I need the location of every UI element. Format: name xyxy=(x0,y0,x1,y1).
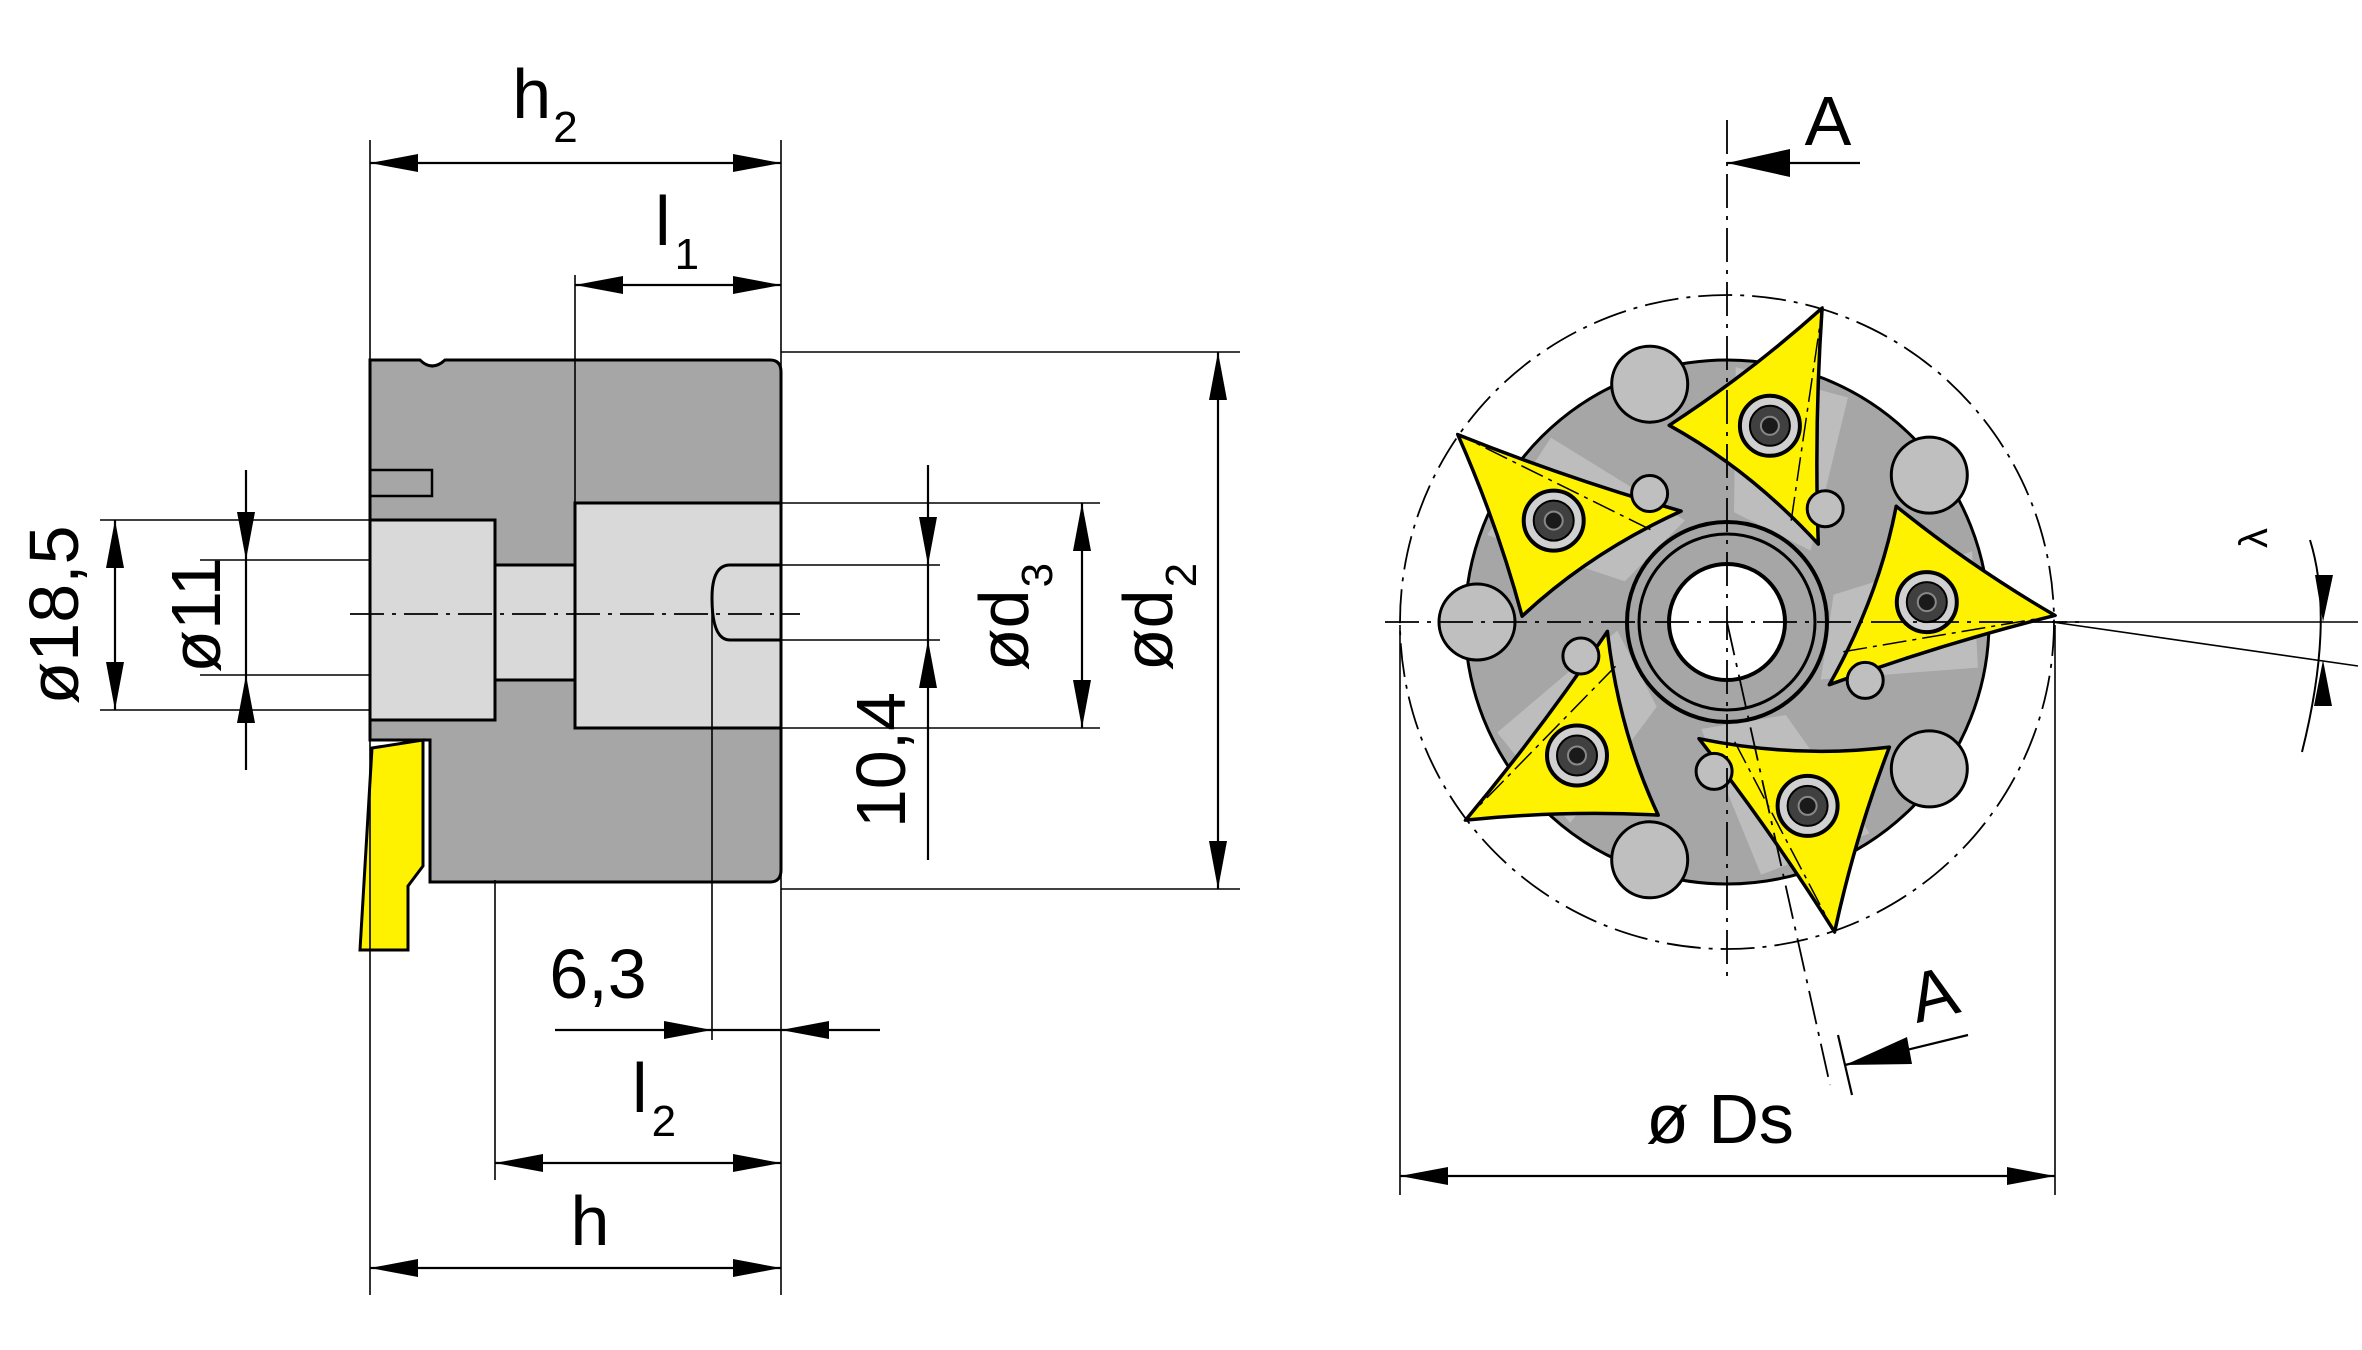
clamp-notch xyxy=(1694,751,1734,791)
dim-104-arrow-top xyxy=(919,517,937,565)
label-10-4: 10,4 xyxy=(842,692,920,828)
gullet xyxy=(1610,820,1690,900)
insert-axis xyxy=(1734,741,1836,935)
label-dia-11: ø11 xyxy=(157,557,235,672)
dim-185-arrow-top xyxy=(106,520,124,568)
label-h2: h2 xyxy=(512,55,577,152)
label-dia-18-5: ø18,5 xyxy=(15,526,93,705)
insert-axis xyxy=(1790,306,1824,521)
dim-63-arrow-left xyxy=(664,1021,712,1039)
side-view: h2 l1 6,3 l2 h ø18,5 ø11 ød3 ød2 10,4 xyxy=(15,55,1240,1295)
dim-63-arrow-right xyxy=(781,1021,829,1039)
gullet xyxy=(1889,435,1969,515)
dim-d3-arrow-top xyxy=(1073,503,1091,551)
insert-axis xyxy=(1463,665,1617,822)
lambda-arc xyxy=(2301,539,2322,753)
gullet xyxy=(1889,729,1969,809)
dim-185-arrow-bottom xyxy=(106,662,124,710)
inserts xyxy=(1455,306,2058,935)
dim-h-arrow-left xyxy=(370,1259,418,1277)
label-l2: l2 xyxy=(632,1049,676,1146)
gullets xyxy=(1437,344,1969,900)
label-lambda: λ xyxy=(2232,528,2276,548)
clamp-notch xyxy=(1845,660,1885,700)
clamp-notch xyxy=(1561,636,1601,676)
screw-socket xyxy=(1759,415,1780,436)
lambda-edge-line xyxy=(2051,621,2359,667)
screw-socket xyxy=(1543,510,1564,531)
clamp-notch xyxy=(1805,489,1845,529)
dim-ds-arrow-left xyxy=(1400,1167,1448,1185)
screw-socket xyxy=(1797,795,1818,816)
label-d3: ød3 xyxy=(965,563,1062,671)
dim-d2-arrow-bottom xyxy=(1209,841,1227,889)
label-h: h xyxy=(571,1182,610,1260)
dim-h-arrow-right xyxy=(733,1259,781,1277)
dim-d2-arrow-top xyxy=(1209,352,1227,400)
dim-h2-arrow-right xyxy=(733,154,781,172)
dim-d3-arrow-bottom xyxy=(1073,680,1091,728)
dim-ds-arrow-right xyxy=(2007,1167,2055,1185)
lambda-arrow-top xyxy=(2315,575,2333,622)
dim-11-arrow-top xyxy=(237,512,255,560)
dim-l2-arrow-left xyxy=(495,1154,543,1172)
label-section-a-top: A xyxy=(1805,82,1852,160)
dim-104-arrow-bottom xyxy=(919,640,937,688)
label-l1: l1 xyxy=(655,182,699,279)
label-d2: ød2 xyxy=(1109,563,1206,671)
label-ds: ø Ds xyxy=(1646,1080,1794,1158)
dim-l1-arrow-left xyxy=(575,276,623,294)
insert xyxy=(1463,629,1660,822)
dim-l1-arrow-right xyxy=(733,276,781,294)
dim-h2-arrow-left xyxy=(370,154,418,172)
connecting-bore xyxy=(493,563,577,682)
screw-socket xyxy=(1916,592,1937,613)
insert-axis xyxy=(1455,432,1651,531)
gullet xyxy=(1610,344,1690,424)
dim-11-arrow-bottom xyxy=(237,675,255,723)
dim-l2-arrow-right xyxy=(733,1154,781,1172)
left-bore xyxy=(368,518,497,722)
hub-ring-inner xyxy=(1637,532,1817,712)
body-notch xyxy=(370,468,434,498)
label-section-a-bottom: A xyxy=(1901,951,1965,1038)
section-a-top-arrow xyxy=(1727,149,1790,177)
keyway-slot xyxy=(710,563,783,642)
clamp-notch xyxy=(1630,474,1670,513)
section-a-bottom-arrow xyxy=(1845,1037,1912,1065)
lambda-arrow-bottom xyxy=(2314,660,2332,706)
section-line-a xyxy=(1726,621,1831,1086)
insert xyxy=(1697,736,1892,934)
side-insert xyxy=(358,738,425,952)
label-6-3: 6,3 xyxy=(549,935,646,1013)
screw-socket xyxy=(1567,745,1587,766)
section-a-bottom-tick xyxy=(1836,1034,1854,1096)
front-view: A A λ ø Ds xyxy=(1385,82,2359,1195)
